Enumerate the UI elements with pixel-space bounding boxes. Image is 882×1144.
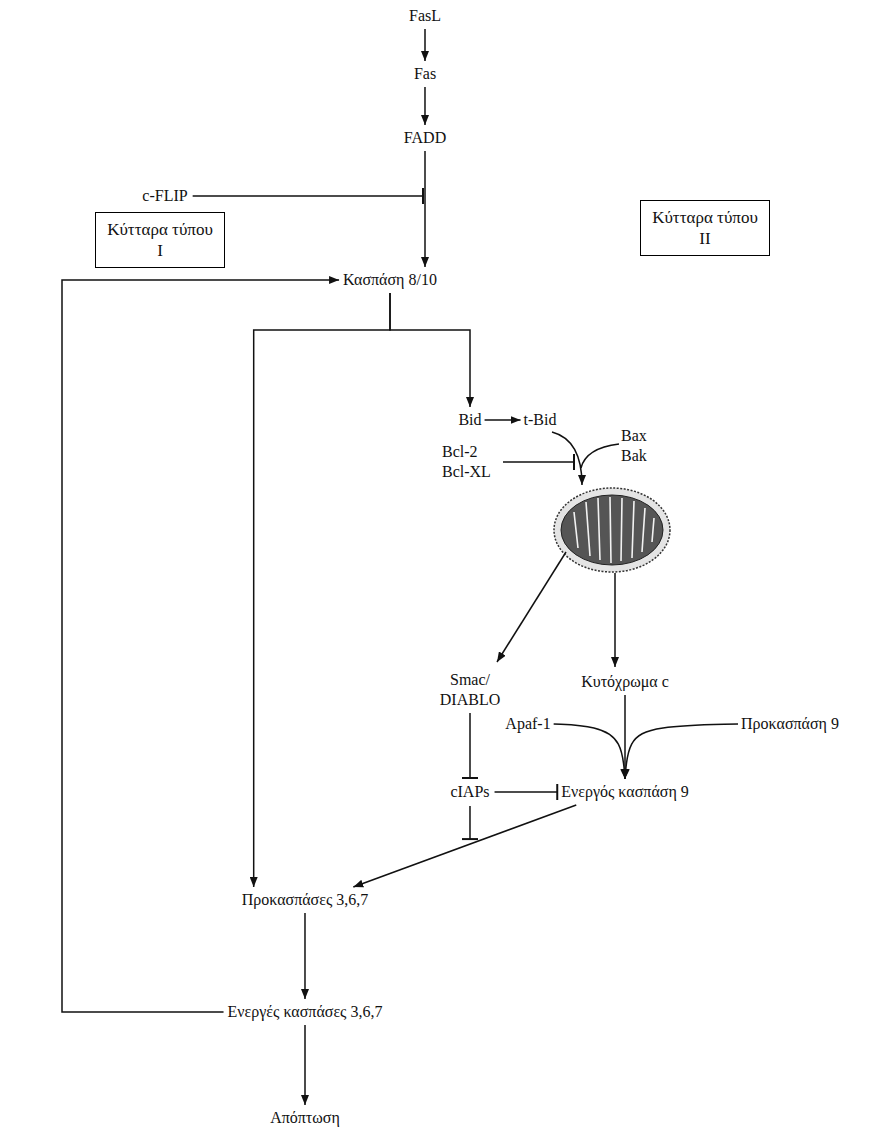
molecule-node: Απόπτωση [270, 1108, 340, 1128]
activation-arrow [390, 293, 470, 407]
cell-type-box: Κύτταρα τύπου I [95, 212, 225, 269]
activation-arrow [485, 419, 521, 421]
inhibition-line [469, 713, 471, 778]
mitochondrion-group [497, 432, 670, 667]
mitochondrion-outer [554, 488, 670, 572]
inhibition-line [503, 461, 574, 463]
activation-arrow [625, 724, 738, 779]
node-text: Bid [458, 410, 481, 430]
mitochondrion-inner [561, 495, 663, 565]
node-text: Κύτταρα τύπου I [104, 219, 216, 262]
node-text: c-FLIP [142, 186, 187, 206]
mitochondrion-cristae [574, 497, 654, 563]
node-text: Απόπτωση [270, 1108, 340, 1128]
activation-arrow [554, 724, 625, 779]
activation-arrow [254, 293, 390, 887]
node-text: Ενεργές κασπάσες 3,6,7 [228, 1002, 383, 1022]
inhibition-line [193, 195, 423, 197]
release-arrow [497, 552, 566, 662]
node-text: Κυτόχρωμα c [581, 672, 669, 692]
molecule-node: Fas [414, 64, 436, 84]
node-text: Bcl-2 Bcl-XL [442, 442, 498, 482]
molecule-node: Προκασπάση 9 [741, 714, 839, 734]
molecule-node: cIAPs [450, 782, 489, 802]
molecule-node: Κασπάση 8/10 [343, 270, 437, 290]
molecule-node: Bid [458, 410, 481, 430]
activation-arrow [353, 805, 576, 887]
release-arrow [614, 573, 616, 667]
node-text: Ενεργός κασπάση 9 [561, 782, 689, 802]
node-text: Προκασπάση 9 [741, 714, 839, 734]
activation-arrow [424, 151, 426, 267]
molecule-node: t-Bid [524, 410, 557, 430]
node-text: Bax Bak [621, 426, 659, 466]
molecule-node: Bcl-2 Bcl-XL [442, 442, 498, 482]
node-text: Προκασπάσες 3,6,7 [242, 890, 369, 910]
connector-group [62, 29, 738, 1105]
molecule-node: Apaf-1 [505, 714, 550, 734]
molecule-node: FADD [404, 128, 446, 148]
node-text: Apaf-1 [505, 714, 550, 734]
node-text: FasL [409, 6, 441, 26]
molecule-node: Ενεργές κασπάσες 3,6,7 [228, 1002, 383, 1022]
inhibition-line [495, 791, 558, 793]
bax-bak-join-line [581, 444, 619, 468]
node-text: Κύτταρα τύπου II [649, 207, 761, 250]
node-text: cIAPs [450, 782, 489, 802]
activation-arrow [304, 1025, 306, 1105]
node-text: t-Bid [524, 410, 557, 430]
cell-type-box: Κύτταρα τύπου II [640, 200, 770, 257]
node-text: FADD [404, 128, 446, 148]
molecule-node: Προκασπάσες 3,6,7 [242, 890, 369, 910]
activation-arrow [304, 913, 306, 999]
molecule-node: Κυτόχρωμα c [581, 672, 669, 692]
inhibition-line [469, 806, 471, 839]
node-text: Κασπάση 8/10 [343, 270, 437, 290]
molecule-node: Smac/ DIABLO [437, 670, 503, 710]
activation-arrow [424, 29, 426, 61]
molecule-node: FasL [409, 6, 441, 26]
molecule-node: Bax Bak [621, 426, 659, 466]
node-text: Fas [414, 64, 436, 84]
tbid-to-mitochondrion-arrow [552, 432, 582, 485]
molecule-node: Ενεργός κασπάση 9 [561, 782, 689, 802]
activation-arrow [424, 87, 426, 125]
node-text: Smac/ DIABLO [437, 670, 503, 710]
molecule-node: c-FLIP [142, 186, 187, 206]
